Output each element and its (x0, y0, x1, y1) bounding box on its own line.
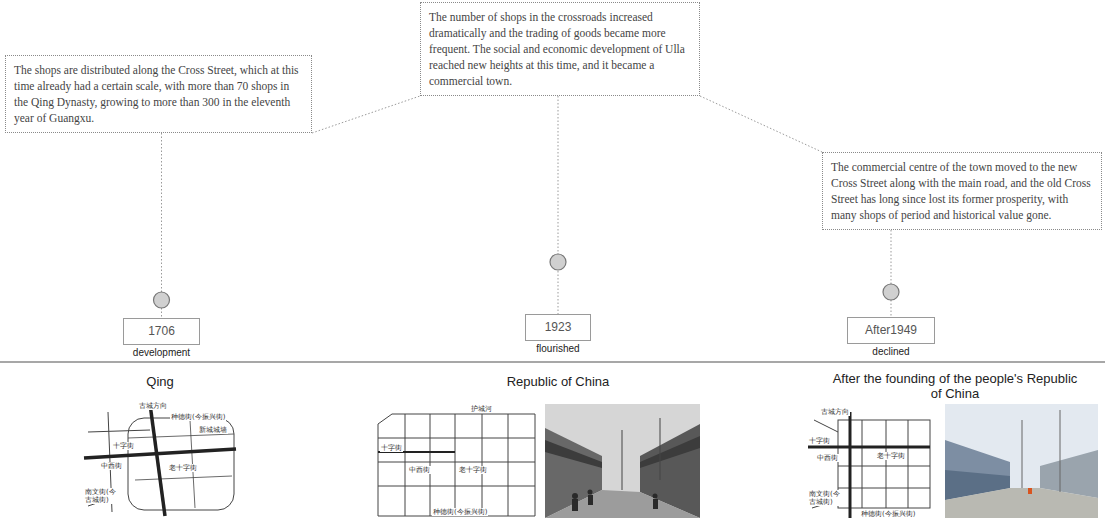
street-line (886, 420, 887, 508)
period-label: After the founding of the people's Repub… (830, 371, 1080, 401)
note-box: The shops are distributed along the Cros… (5, 55, 312, 133)
photo-pole (1060, 410, 1061, 492)
map-label: 十字街 (112, 442, 135, 450)
street-line (908, 420, 909, 508)
timeline-axis (0, 361, 1105, 363)
year-label: 1706 (123, 318, 200, 345)
street-line (838, 466, 930, 467)
year-label: 1923 (525, 314, 591, 341)
street-line (88, 430, 150, 432)
street-line (128, 434, 234, 438)
photo-pole (660, 418, 661, 480)
photo-figure (588, 495, 593, 505)
street-line (378, 438, 535, 439)
leader-line (700, 96, 822, 152)
photo-awning (545, 440, 602, 468)
map-label: 老十字街 (876, 452, 906, 460)
year-label: After1949 (847, 317, 935, 344)
map-label: 中西街 (100, 462, 123, 470)
main-street (849, 412, 852, 518)
main-street (150, 404, 165, 516)
street-line (405, 414, 406, 516)
map-label: 种德街(今振兴街) (860, 510, 916, 518)
leader-line (161, 133, 162, 318)
modern-photo (945, 404, 1098, 518)
street-line (862, 420, 863, 508)
modern-map (808, 412, 930, 518)
photo-figure (572, 499, 578, 511)
street-line (378, 462, 535, 463)
map-label: 老十字街 (458, 466, 488, 474)
photo-pole (622, 430, 623, 490)
street-line (508, 414, 509, 516)
photo-sky (545, 404, 700, 518)
qing-map (84, 404, 236, 516)
photo-figure (653, 494, 658, 499)
street-line (430, 414, 431, 516)
year-marker: 1923 flourished (525, 314, 591, 355)
timeline-dot (550, 254, 566, 270)
leader-line (891, 230, 892, 317)
map-label: 种德街(今振兴街) (432, 508, 488, 516)
map-label: 种德街(今振兴街) (170, 413, 226, 421)
photo-road (945, 488, 1098, 518)
map-label: 十字街 (380, 444, 403, 452)
period-label: Republic of China (475, 374, 641, 389)
town-outline (378, 414, 535, 516)
note-text: The commercial centre of the town moved … (831, 159, 1093, 223)
map-label: 新城城墙 (198, 426, 228, 434)
phase-label: declined (847, 346, 935, 358)
street-line (482, 414, 483, 516)
phase-label: development (123, 347, 200, 359)
street-line (838, 488, 930, 489)
street-line (378, 486, 535, 487)
town-grid (838, 420, 930, 508)
republic-map (378, 414, 535, 516)
note-text: The number of shops in the crossroads in… (429, 9, 691, 89)
main-street (84, 449, 236, 458)
photo-sky (945, 404, 1098, 518)
map-label: 古城方向 (138, 402, 168, 410)
street-line (135, 476, 232, 480)
leader-line (558, 96, 559, 314)
photo-figure (588, 490, 593, 495)
photo-awning (640, 436, 700, 468)
phase-label: flourished (525, 343, 591, 355)
map-label: 老十字街 (168, 464, 198, 472)
timeline-dot (154, 292, 170, 308)
street-line (814, 420, 838, 432)
city-wall (128, 418, 234, 510)
photo-figure (572, 493, 578, 499)
photo-cone (1028, 488, 1032, 494)
photo-pole (1022, 420, 1023, 488)
map-label: 中西街 (816, 454, 839, 462)
note-text: The shops are distributed along the Cros… (14, 62, 303, 126)
map-label: 南文街(今古城街) (84, 488, 120, 504)
year-marker: After1949 declined (847, 317, 935, 358)
year-marker: 1706 development (123, 318, 200, 359)
main-street (808, 446, 930, 449)
map-label: 护城河 (470, 405, 493, 413)
map-label: 古城方向 (820, 408, 850, 416)
map-label: 南文街(今古城街) (808, 490, 844, 506)
period-label: Qing (100, 374, 220, 389)
map-label: 中西街 (408, 466, 431, 474)
photo-figure (653, 499, 658, 509)
street-line (455, 414, 456, 516)
leader-line (312, 96, 420, 133)
historic-photo (545, 404, 700, 518)
note-box: The commercial centre of the town moved … (822, 152, 1102, 230)
photo-road (545, 490, 700, 518)
note-box: The number of shops in the crossroads in… (420, 2, 700, 96)
timeline-dot (883, 284, 899, 300)
map-label: 十字街 (808, 437, 831, 445)
